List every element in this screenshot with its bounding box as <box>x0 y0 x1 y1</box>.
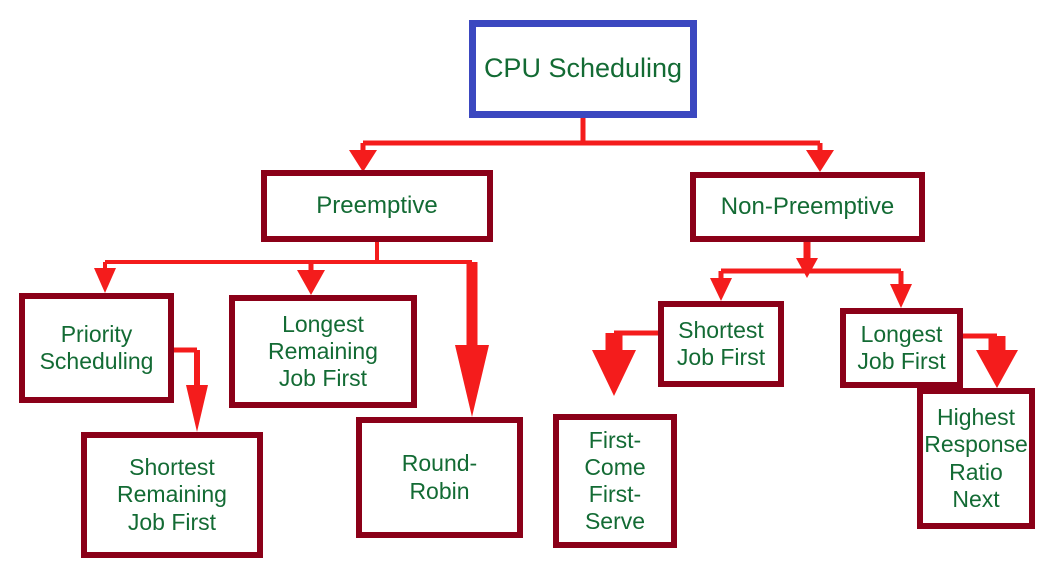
node-label-first-come-first-serve: First- Come First- Serve <box>584 426 646 535</box>
connector-to-first-come-first-serve <box>592 330 658 396</box>
node-label-highest-response-ratio-next: Highest Response Ratio Next <box>924 404 1028 512</box>
node-round-robin: Round- Robin <box>356 417 523 538</box>
node-priority-scheduling: Priority Scheduling <box>19 293 174 403</box>
connector-root-to-level2 <box>349 118 834 172</box>
node-longest-job-first: Longest Job First <box>840 308 963 388</box>
node-shortest-remaining-job-first: Shortest Remaining Job First <box>81 432 263 558</box>
connector-to-shortest-remaining-job-first <box>174 347 208 432</box>
node-label-longest-job-first: Longest Job First <box>857 320 946 374</box>
node-label-root: CPU Scheduling <box>483 53 683 84</box>
node-label-priority-scheduling: Priority Scheduling <box>39 320 154 374</box>
connector-to-highest-response-ratio-next <box>963 333 1018 388</box>
node-non-preemptive: Non-Preemptive <box>690 172 925 242</box>
node-label-shortest-remaining-job-first: Shortest Remaining Job First <box>117 454 227 535</box>
node-label-round-robin: Round- Robin <box>401 450 478 504</box>
node-preemptive: Preemptive <box>261 170 493 242</box>
node-shortest-job-first: Shortest Job First <box>658 301 784 387</box>
node-label-longest-remaining-job-first: Longest Remaining Job First <box>268 310 378 392</box>
node-label-non-preemptive: Non-Preemptive <box>720 192 895 220</box>
node-label-shortest-job-first: Shortest Job First <box>676 316 766 370</box>
node-first-come-first-serve: First- Come First- Serve <box>553 414 677 548</box>
node-highest-response-ratio-next: Highest Response Ratio Next <box>917 388 1035 529</box>
connector-non-preemptive-children <box>710 242 912 308</box>
node-root: CPU Scheduling <box>469 20 697 118</box>
node-label-preemptive: Preemptive <box>316 191 438 219</box>
node-longest-remaining-job-first: Longest Remaining Job First <box>229 295 417 408</box>
